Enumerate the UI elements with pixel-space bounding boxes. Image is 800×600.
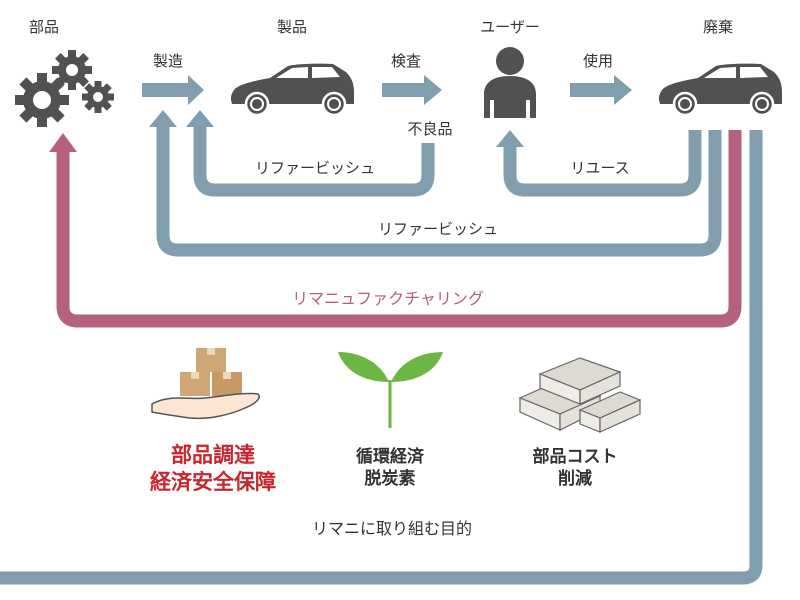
- arrow-use: [570, 75, 632, 105]
- stage-label-product: 製品: [276, 18, 308, 36]
- money-stack-icon: [518, 357, 642, 433]
- arrowhead-refurbish-inner: [186, 110, 214, 127]
- goal-circular-line2: 脱炭素: [364, 469, 416, 490]
- goal-cost-line1: 部品コスト: [532, 447, 618, 467]
- goals-caption: リマニに取り組む目的: [311, 519, 473, 538]
- user-icon: [484, 47, 536, 118]
- arrowhead-refurbish-outer: [149, 110, 177, 127]
- arrowhead-remanufacturing: [49, 133, 77, 152]
- arrow-manufacture: [142, 75, 204, 105]
- goal-circular-line1: 循環経済: [356, 447, 424, 467]
- flow-label-use: 使用: [582, 52, 614, 70]
- goal-cost-reduction: 部品コスト 削減: [533, 446, 618, 490]
- arrow-inspection: [382, 75, 442, 105]
- goal-supply-line1: 部品調達: [171, 443, 255, 467]
- stage-label-disposal: 廃棄: [702, 18, 734, 36]
- goal-supply-line2: 経済安全保障: [150, 470, 276, 495]
- stage-label-parts: 部品: [28, 18, 60, 36]
- stage-label-user: ユーザー: [480, 18, 540, 36]
- loop-disposal: [0, 130, 763, 585]
- gears-icon: [15, 50, 114, 127]
- loop-refurbish-outer: [156, 125, 722, 257]
- boxes-in-hand-icon: [151, 348, 260, 420]
- goal-circular-economy: 循環経済 脱炭素: [356, 446, 424, 490]
- flow-label-refurbish-outer: リファービッシュ: [377, 220, 499, 238]
- flow-label-manufacture: 製造: [152, 52, 184, 70]
- sprout-icon: [338, 352, 443, 428]
- flow-label-refurbish-inner: リファービッシュ: [254, 159, 376, 177]
- flow-label-remanufacturing: リマニュファクチャリング: [292, 289, 484, 308]
- car-icon-disposal: [658, 63, 782, 117]
- arrowhead-reuse: [496, 130, 524, 147]
- flow-label-defective: 不良品: [407, 120, 453, 138]
- loop-reuse: [503, 130, 702, 197]
- goal-supply-security: 部品調達 経済安全保障: [150, 442, 276, 497]
- goal-cost-line2: 削減: [558, 469, 592, 490]
- loop-refurbish-inner: [193, 125, 435, 197]
- car-icon-product: [230, 63, 354, 117]
- flow-label-inspection: 検査: [390, 52, 422, 70]
- flow-label-reuse: リユース: [570, 159, 630, 177]
- loop-remanufacturing: [56, 130, 742, 328]
